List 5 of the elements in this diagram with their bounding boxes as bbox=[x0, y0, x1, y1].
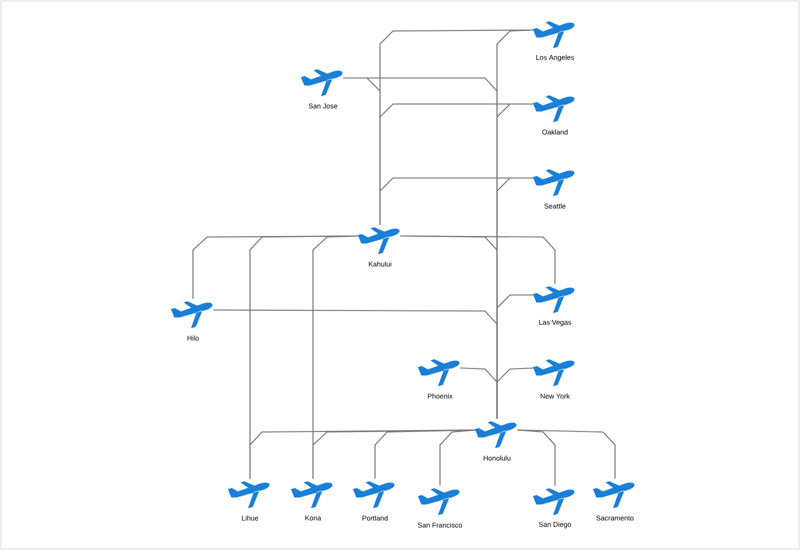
route-line bbox=[439, 429, 477, 486]
route-line bbox=[496, 367, 535, 419]
route-line bbox=[517, 429, 616, 479]
route-line bbox=[400, 235, 556, 284]
route-line bbox=[517, 429, 556, 486]
